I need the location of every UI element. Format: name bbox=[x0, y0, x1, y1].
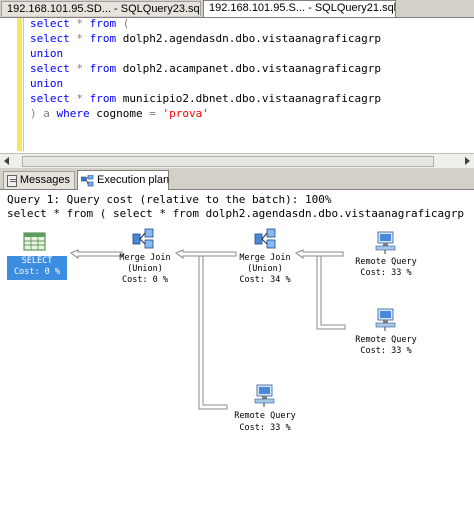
tab-execution-plan-label: Execution plan bbox=[97, 174, 170, 186]
query-editor[interactable] bbox=[0, 18, 474, 153]
tab-sqlquery23-file: SQLQuery23.sql bbox=[120, 3, 201, 15]
code-line-6: select * from municipio2.dbnet.dbo.vista… bbox=[30, 92, 381, 107]
code-text: dolph2.agendasdn.dbo.vistaanagraficagrp bbox=[116, 32, 382, 45]
merge-join-1-name: Merge Join bbox=[119, 253, 171, 263]
keyword: union bbox=[30, 47, 64, 60]
document-tab-bar: 192.168.101.95.SD... - SQLQuery23.sql 19… bbox=[0, 0, 474, 18]
code-line-5: union bbox=[30, 77, 63, 92]
change-tracking-margin bbox=[17, 18, 22, 151]
code-line-2: select * from dolph2.agendasdn.dbo.vista… bbox=[30, 32, 381, 47]
operator: * bbox=[69, 17, 90, 30]
remote-query-icon[interactable] bbox=[254, 384, 276, 412]
merge-join-2-name: Merge Join bbox=[239, 253, 291, 263]
operator: * bbox=[69, 92, 90, 105]
keyword: union bbox=[30, 77, 64, 90]
tab-sqlquery23-sep: - bbox=[110, 3, 121, 15]
tab-sqlquery23[interactable]: 192.168.101.95.SD... - SQLQuery23.sql bbox=[1, 1, 201, 16]
tab-sqlquery21-sep: - bbox=[305, 2, 315, 14]
keyword: select bbox=[30, 17, 70, 30]
keyword: from bbox=[89, 92, 117, 105]
code-text: cognome bbox=[89, 107, 150, 120]
scrollbar-thumb[interactable] bbox=[22, 156, 434, 167]
select-node-label[interactable]: SELECT Cost: 0 % bbox=[7, 256, 67, 280]
keyword: select bbox=[30, 32, 70, 45]
select-icon[interactable] bbox=[23, 232, 47, 256]
tab-sqlquery21[interactable]: 192.168.101.95.S... - SQLQuery21.sql* bbox=[203, 0, 396, 17]
select-node-name: SELECT bbox=[21, 256, 53, 266]
merge-join-icon[interactable] bbox=[131, 228, 155, 254]
code-text: dolph2.acampanet.dbo.vistaanagraficagrp bbox=[116, 62, 382, 75]
operator: = bbox=[149, 107, 156, 120]
keyword: from bbox=[89, 17, 117, 30]
code-text: municipio2.dbnet.dbo.vistaanagraficagrp bbox=[116, 92, 382, 105]
merge-join-1-sub: (Union) bbox=[127, 264, 163, 274]
keyword: select bbox=[30, 62, 70, 75]
editor-horizontal-scrollbar[interactable] bbox=[0, 153, 474, 168]
tab-messages-label: Messages bbox=[19, 174, 70, 186]
remote-query-3-name: Remote Query bbox=[234, 411, 296, 421]
code-line-7: ) a where cognome = 'prova' bbox=[30, 107, 209, 122]
keyword: select bbox=[30, 92, 70, 105]
tab-sqlquery21-file: SQLQuery21.sql* bbox=[314, 2, 396, 14]
execution-plan-pane[interactable] bbox=[0, 190, 474, 514]
scroll-left-icon[interactable] bbox=[4, 157, 9, 165]
remote-query-2-name: Remote Query bbox=[355, 335, 417, 345]
keyword: where bbox=[56, 107, 90, 120]
query-text: select * from ( select * from dolph2.age… bbox=[7, 207, 464, 220]
execution-plan-icon bbox=[80, 174, 94, 187]
operator: * bbox=[69, 62, 90, 75]
keyword: from bbox=[89, 32, 117, 45]
remote-query-icon[interactable] bbox=[375, 308, 397, 336]
remote-query-icon[interactable] bbox=[375, 231, 397, 259]
remote-query-3-cost: Cost: 33 % bbox=[239, 423, 291, 433]
code-text: ( bbox=[116, 17, 130, 30]
remote-query-1-name: Remote Query bbox=[355, 257, 417, 267]
tab-messages[interactable]: Messages bbox=[3, 171, 75, 189]
keyword: from bbox=[89, 62, 117, 75]
tab-sqlquery23-server: 192.168.101.95.SD... bbox=[7, 3, 111, 15]
code-line-3: union bbox=[30, 47, 63, 62]
code-line-4: select * from dolph2.acampanet.dbo.vista… bbox=[30, 62, 381, 77]
operator: * bbox=[69, 32, 90, 45]
select-node-cost: Cost: 0 % bbox=[13, 267, 61, 277]
remote-query-2-cost: Cost: 33 % bbox=[360, 346, 412, 356]
code-text: ) a bbox=[30, 107, 57, 120]
tab-sqlquery21-server: 192.168.101.95.S... bbox=[209, 2, 306, 14]
results-tab-bar: Messages Execution plan bbox=[0, 168, 474, 190]
merge-join-icon[interactable] bbox=[253, 228, 277, 254]
merge-join-2-cost: Cost: 34 % bbox=[239, 275, 291, 285]
code-line-1: select * from ( bbox=[30, 17, 129, 32]
remote-query-1-cost: Cost: 33 % bbox=[360, 268, 412, 278]
scroll-right-icon[interactable] bbox=[465, 157, 470, 165]
string-literal: 'prova' bbox=[155, 107, 209, 120]
messages-icon bbox=[7, 174, 17, 187]
merge-join-1-cost: Cost: 0 % bbox=[121, 275, 169, 285]
tab-execution-plan[interactable]: Execution plan bbox=[77, 170, 169, 190]
editor-gutter bbox=[23, 18, 24, 151]
query-cost-text: Query 1: Query cost (relative to the bat… bbox=[7, 193, 332, 206]
merge-join-2-sub: (Union) bbox=[247, 264, 283, 274]
